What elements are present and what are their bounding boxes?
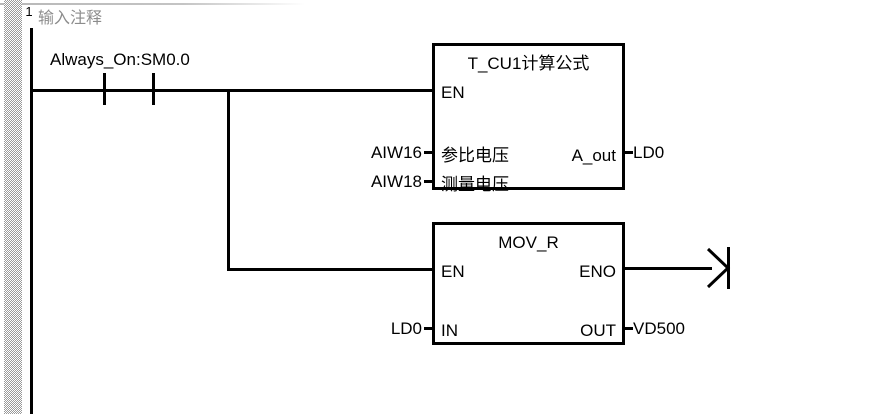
contact-bar-left[interactable]: [103, 73, 106, 105]
pin-stub-output-0-mov-r: [624, 327, 633, 330]
rung-number: 1: [25, 4, 33, 19]
function-block-t-cu1[interactable]: T_CU1计算公式 EN 参比电压 测量电压 A_out: [432, 43, 625, 194]
pin-input-0-label: 参比电压: [441, 146, 509, 165]
pin-stub-input-1-t-cu1: [424, 180, 433, 183]
left-power-rail[interactable]: [30, 28, 33, 414]
branch-wire-to-mov-en: [227, 268, 435, 271]
operand-output-0-mov-r[interactable]: VD500: [633, 319, 685, 338]
contact-bar-right[interactable]: [152, 73, 155, 105]
pin-en-label: EN: [441, 262, 465, 281]
pin-input-0-label: IN: [441, 321, 458, 340]
operand-input-0-t-cu1[interactable]: AIW16: [370, 143, 422, 162]
pin-stub-input-0-mov-r: [424, 327, 433, 330]
pin-stub-input-0-t-cu1: [424, 151, 433, 154]
left-gutter-strip: [4, 0, 22, 414]
rung-wire-contact-to-block: [155, 89, 435, 92]
operand-input-1-t-cu1[interactable]: AIW18: [370, 172, 422, 191]
contact-label: Always_On:SM0.0: [50, 50, 190, 69]
rung-comment[interactable]: 输入注释: [38, 10, 103, 27]
operand-input-0-mov-r[interactable]: LD0: [390, 319, 422, 338]
pin-input-1-label: 测量电压: [441, 175, 509, 194]
eno-output-wire: [624, 267, 712, 270]
pin-en-label: EN: [441, 83, 465, 102]
function-block-title: T_CU1计算公式: [467, 54, 590, 73]
pin-output-0-label: OUT: [580, 321, 616, 340]
pin-stub-output-0-t-cu1: [624, 151, 633, 154]
pin-output-0-label: A_out: [571, 146, 616, 165]
rung-continuation-arrow-icon: [706, 247, 731, 289]
top-separator-rule: [0, 3, 305, 5]
branch-vertical-wire: [227, 89, 230, 271]
operand-output-0-t-cu1[interactable]: LD0: [633, 143, 665, 162]
rung-wire-contact-gap: [106, 89, 152, 92]
function-block-title: MOV_R: [498, 233, 559, 252]
rung-wire-rail-to-contact: [33, 89, 104, 92]
function-block-mov-r[interactable]: MOV_R EN ENO IN OUT: [432, 222, 625, 345]
pin-eno-label: ENO: [579, 262, 616, 281]
